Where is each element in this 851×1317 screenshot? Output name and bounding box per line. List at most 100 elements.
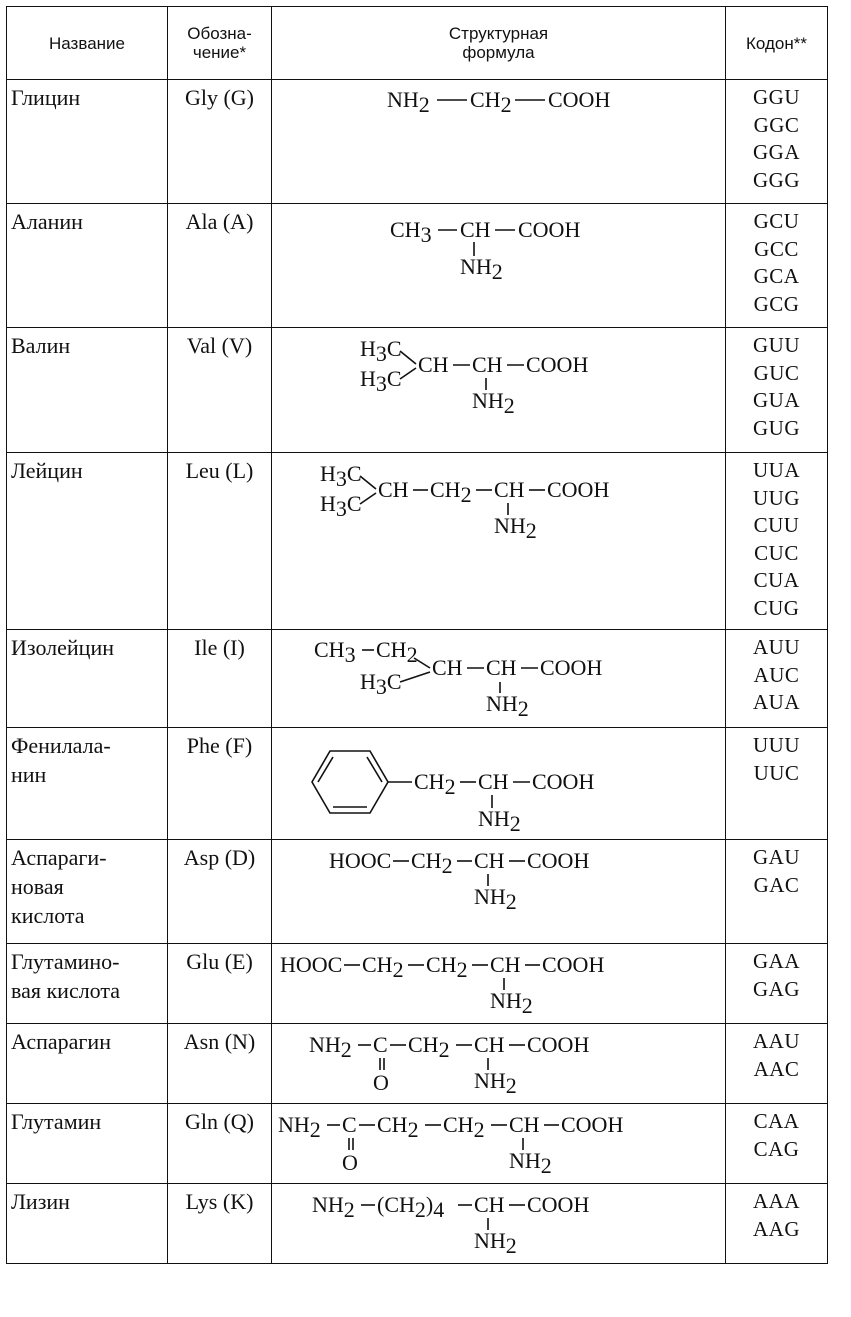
svg-text:HOOC: HOOC [280, 952, 342, 977]
svg-text:CH: CH [494, 477, 525, 502]
codon-list: GGU GGC GGA GGG [725, 79, 828, 204]
amino-name: Лейцин [6, 452, 168, 630]
svg-text:NH2: NH2 [474, 1068, 517, 1098]
structural-formula: NH2 (CH2)4 CH COOH NH2 [271, 1183, 726, 1264]
codon: UUC [753, 760, 800, 785]
codon: CUC [754, 540, 799, 565]
amino-abbr: Asp (D) [167, 839, 272, 944]
svg-text:COOH: COOH [548, 87, 610, 112]
svg-text:CH: CH [460, 217, 491, 242]
codon: GUC [753, 360, 800, 385]
svg-text:NH2: NH2 [474, 884, 517, 914]
codon: GAG [753, 976, 800, 1001]
amino-abbr: Leu (L) [167, 452, 272, 630]
codon: GCC [754, 236, 799, 261]
svg-text:H3C: H3C [360, 336, 402, 366]
formula-glutamic-acid: HOOC CH2 CH2 CH COOH NH2 [280, 952, 604, 1018]
svg-text:CH: CH [490, 952, 521, 977]
amino-abbr: Val (V) [167, 327, 272, 453]
structural-formula: NH2 C O CH2 CH COOH NH2 [271, 1023, 726, 1104]
codon-list: GAU GAC [725, 839, 828, 944]
svg-text:CH2: CH2 [362, 952, 404, 982]
svg-text:H3C: H3C [360, 669, 402, 699]
amino-abbr: Gly (G) [167, 79, 272, 204]
amino-abbr: Gln (Q) [167, 1103, 272, 1184]
codon-list: UUU UUC [725, 727, 828, 840]
svg-text:HOOC: HOOC [329, 848, 391, 873]
codon: CUU [753, 513, 800, 537]
formula-asparagine: NH2 C O CH2 CH COOH NH2 [309, 1032, 589, 1098]
amino-name: Изолейцин [6, 629, 168, 728]
formula-glutamine: NH2 C O CH2 CH2 CH COOH NH2 [278, 1112, 623, 1178]
codon: GGC [753, 112, 800, 137]
codon: CAG [753, 1136, 800, 1161]
amino-name: Валин [6, 327, 168, 453]
svg-text:NH2: NH2 [309, 1032, 352, 1062]
table-row: Изолейцин Ile (I) CH3 CH2 H3C CH CH COOH… [6, 629, 828, 728]
svg-text:CH: CH [474, 1032, 505, 1057]
amino-abbr: Ile (I) [167, 629, 272, 728]
structural-formula: HOOC CH2 CH COOH NH2 [271, 839, 726, 944]
amino-name: Аспарагин [6, 1023, 168, 1104]
svg-text:(CH2)4: (CH2)4 [377, 1192, 444, 1222]
codon: AAC [753, 1056, 800, 1081]
benzene-ring [311, 750, 389, 814]
svg-text:CH: CH [478, 769, 509, 794]
codon-list: CAA CAG [725, 1103, 828, 1184]
svg-text:NH2: NH2 [486, 691, 529, 721]
svg-text:CH3: CH3 [390, 217, 432, 247]
codon: GUG [753, 415, 800, 440]
codon: GCU [753, 209, 800, 233]
formula-leucine: H3C H3C CH CH2 CH COOH NH2 [320, 461, 609, 543]
formula-isoleucine: CH3 CH2 H3C CH CH COOH NH2 [314, 637, 602, 721]
structural-formula: NH2 C O CH2 CH2 CH COOH NH2 [271, 1103, 726, 1184]
amino-abbr: Glu (E) [167, 943, 272, 1024]
codon: CUG [753, 595, 800, 620]
codon: GGG [753, 167, 800, 192]
codon: AAG [753, 1216, 800, 1241]
codon: CUA [753, 568, 800, 592]
codon: AUC [753, 662, 800, 687]
svg-text:CH: CH [509, 1112, 540, 1137]
codon-list: GCU GCC GCA GCG [725, 203, 828, 328]
svg-text:COOH: COOH [542, 952, 604, 977]
codon: GGU [753, 85, 800, 109]
svg-text:COOH: COOH [527, 848, 589, 873]
svg-text:NH2: NH2 [494, 513, 537, 543]
svg-text:COOH: COOH [532, 769, 594, 794]
codon-list: AAU AAC [725, 1023, 828, 1104]
svg-text:C: C [373, 1032, 388, 1057]
svg-text:COOH: COOH [547, 477, 609, 502]
table-row: Аланин Ala (A) CH3 CH COOH NH2 GCU GCC G… [6, 203, 828, 328]
amino-name: Глицин [6, 79, 168, 204]
header-formula: Структурная формула [271, 6, 726, 80]
codon-list: GUU GUC GUA GUG [725, 327, 828, 453]
structural-formula: NH2 CH2 COOH [271, 79, 726, 204]
svg-text:CH2: CH2 [426, 952, 468, 982]
svg-text:O: O [342, 1150, 358, 1175]
header-codon: Кодон** [725, 6, 828, 80]
codon: GCA [753, 264, 800, 288]
svg-text:H3C: H3C [320, 491, 362, 521]
svg-text:CH: CH [378, 477, 409, 502]
svg-text:CH: CH [418, 352, 449, 377]
codon-list: AAA AAG [725, 1183, 828, 1264]
amino-abbr: Ala (A) [167, 203, 272, 328]
svg-text:CH3: CH3 [314, 637, 356, 667]
header-row: Название Обозна- чение* Структурная форм… [6, 6, 828, 80]
formula-valine: H3C H3C CH CH COOH NH2 [360, 336, 588, 418]
amino-name: Лизин [6, 1183, 168, 1264]
structural-formula: CH2 CH COOH NH2 [271, 727, 726, 840]
svg-text:H3C: H3C [360, 366, 402, 396]
svg-text:CH2: CH2 [414, 769, 456, 799]
svg-text:C: C [342, 1112, 357, 1137]
amino-name: Глутамино- вая кислота [6, 943, 168, 1024]
codon: AUU [753, 635, 800, 659]
svg-text:NH2: NH2 [509, 1148, 552, 1178]
codon: GAC [753, 872, 800, 897]
table-row: Аспараги- новая кислота Asp (D) HOOC CH2… [6, 839, 828, 944]
svg-text:O: O [373, 1070, 389, 1095]
svg-text:NH2: NH2 [387, 87, 430, 117]
codon: UUG [753, 485, 800, 510]
svg-text:CH2: CH2 [376, 637, 418, 667]
